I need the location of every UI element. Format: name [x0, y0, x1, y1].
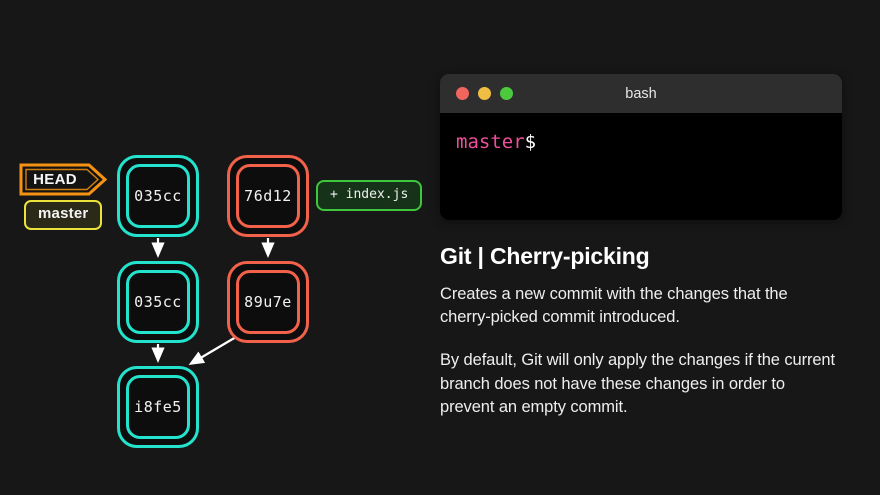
commit-sha: 89u7e [244, 292, 292, 311]
terminal-prompt-line: master$ [456, 131, 842, 154]
commit-node[interactable]: 035cc [117, 261, 199, 343]
commit-node-inner: 76d12 [236, 164, 300, 228]
commit-node-inner: 035cc [126, 164, 190, 228]
commit-node-inner: 89u7e [236, 270, 300, 334]
prompt-branch: master [456, 131, 525, 153]
commit-node-inner: i8fe5 [126, 375, 190, 439]
maximize-icon[interactable] [500, 87, 513, 100]
commit-sha: i8fe5 [134, 397, 182, 416]
terminal-body[interactable]: master$ [440, 113, 842, 220]
head-pointer[interactable]: HEAD [19, 163, 108, 196]
page-title: Git | Cherry-picking [440, 243, 650, 269]
graph-arrows [151, 238, 275, 366]
head-arrow-icon [19, 163, 108, 196]
commit-node[interactable]: 035cc [117, 155, 199, 237]
branch-badge-master[interactable]: master [24, 200, 103, 230]
explanation-paragraph: By default, Git will only apply the chan… [440, 351, 835, 417]
commit-sha: 035cc [134, 292, 182, 311]
commit-sha: 035cc [134, 186, 182, 205]
terminal-titlebar: bash [440, 74, 842, 113]
commit-sha: 76d12 [244, 186, 292, 205]
commit-node[interactable]: i8fe5 [117, 366, 199, 448]
commit-node-inner: 035cc [126, 270, 190, 334]
explanation-block: Git | Cherry-picking Creates a new commi… [440, 243, 840, 420]
file-change-badge[interactable]: + index.js [316, 180, 423, 211]
terminal-window: bash master$ [440, 74, 842, 220]
head-pointer-label: HEAD [33, 171, 77, 188]
minimize-icon[interactable] [478, 87, 491, 100]
commit-node[interactable]: 76d12 [227, 155, 309, 237]
git-graph: HEAD master 035cc 76d12 035cc 89u7e [19, 155, 423, 448]
terminal-title: bash [625, 85, 657, 102]
prompt-sigil: $ [524, 131, 537, 153]
explanation-paragraph: Creates a new commit with the changes th… [440, 284, 788, 327]
commit-node[interactable]: 89u7e [227, 261, 309, 343]
traffic-lights [456, 87, 513, 100]
close-icon[interactable] [456, 87, 469, 100]
